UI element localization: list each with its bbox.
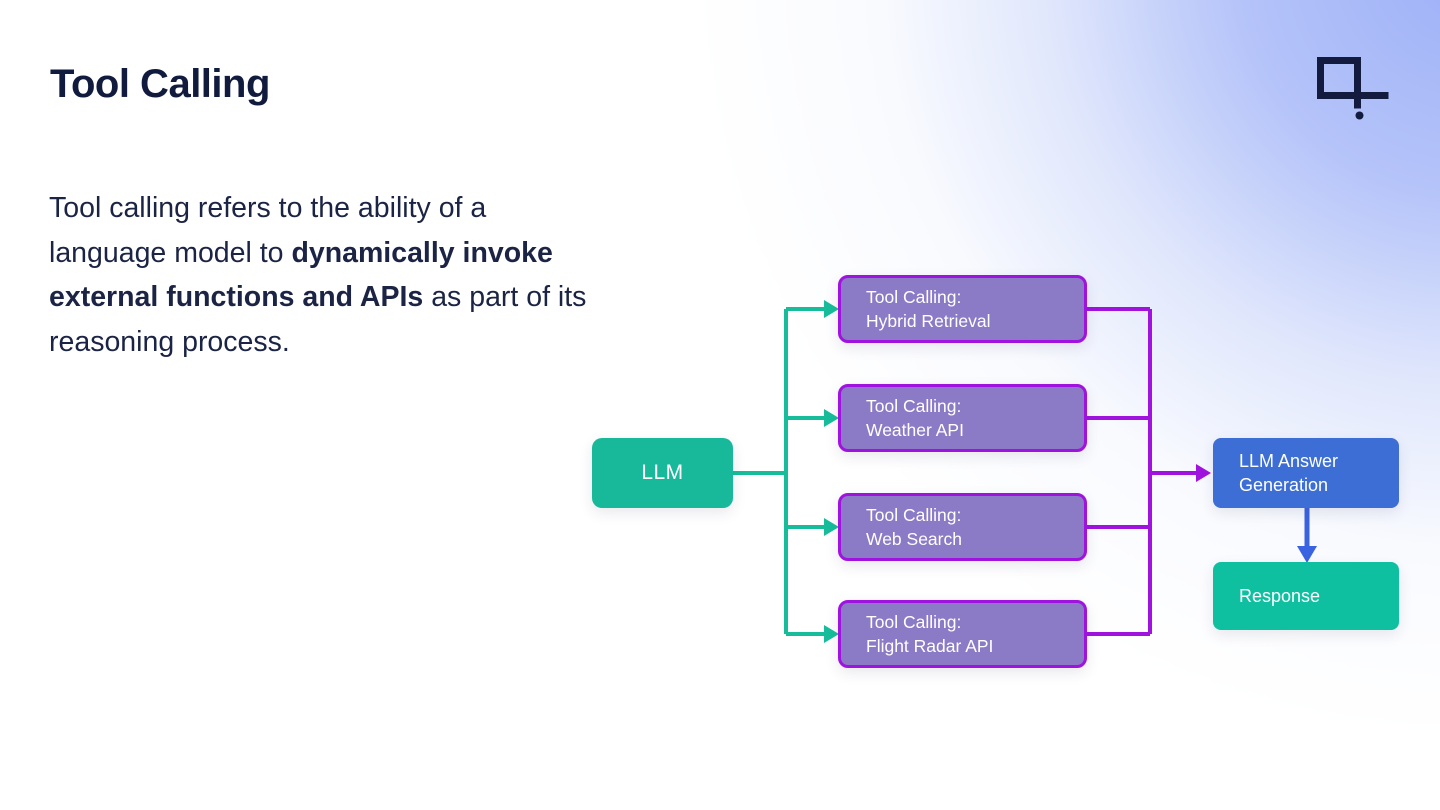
tool-node-label: Tool Calling: <box>866 287 962 307</box>
square-q-period-logo-icon <box>1317 57 1389 120</box>
tool-node-label: Flight Radar API <box>866 636 994 656</box>
llm-node: LLM <box>592 438 733 508</box>
purple-fanin-lines <box>1087 307 1196 636</box>
tool-node-label: Web Search <box>866 529 962 549</box>
tool-node-label: Tool Calling: <box>866 612 962 632</box>
tool-node-label: Tool Calling: <box>866 505 962 525</box>
answer-node-label: Generation <box>1239 475 1329 495</box>
response-node: Response <box>1213 562 1399 630</box>
intro-line: language model to dynamically invoke <box>49 236 553 269</box>
tool-node-flight-radar-api: Tool Calling: Flight Radar API <box>838 600 1087 668</box>
llm-answer-generation-node: LLM Answer Generation <box>1213 438 1399 508</box>
purple-arrowhead <box>1196 464 1211 482</box>
tool-node-weather-api: Tool Calling: Weather API <box>838 384 1087 452</box>
intro-line: Tool calling refers to the ability of a <box>49 192 487 224</box>
teal-fanout-lines <box>733 307 824 636</box>
tool-node-label: Hybrid Retrieval <box>866 311 991 331</box>
response-node-label: Response <box>1239 585 1321 606</box>
tool-node-hybrid-retrieval: Tool Calling: Hybrid Retrieval <box>838 275 1087 343</box>
intro-paragraph: Tool calling refers to the ability of a … <box>49 186 709 364</box>
teal-arrowheads <box>824 300 839 643</box>
intro-line: external functions and APIs as part of i… <box>49 281 587 313</box>
llm-node-label: LLM <box>641 461 684 484</box>
tool-node-web-search: Tool Calling: Web Search <box>838 493 1087 561</box>
blue-arrow <box>1297 508 1317 563</box>
tool-node-label: Weather API <box>866 420 964 440</box>
tool-node-label: Tool Calling: <box>866 396 962 416</box>
page-title: Tool Calling <box>50 62 270 106</box>
answer-node-label: LLM Answer <box>1239 451 1339 471</box>
intro-line: reasoning process. <box>49 325 290 358</box>
